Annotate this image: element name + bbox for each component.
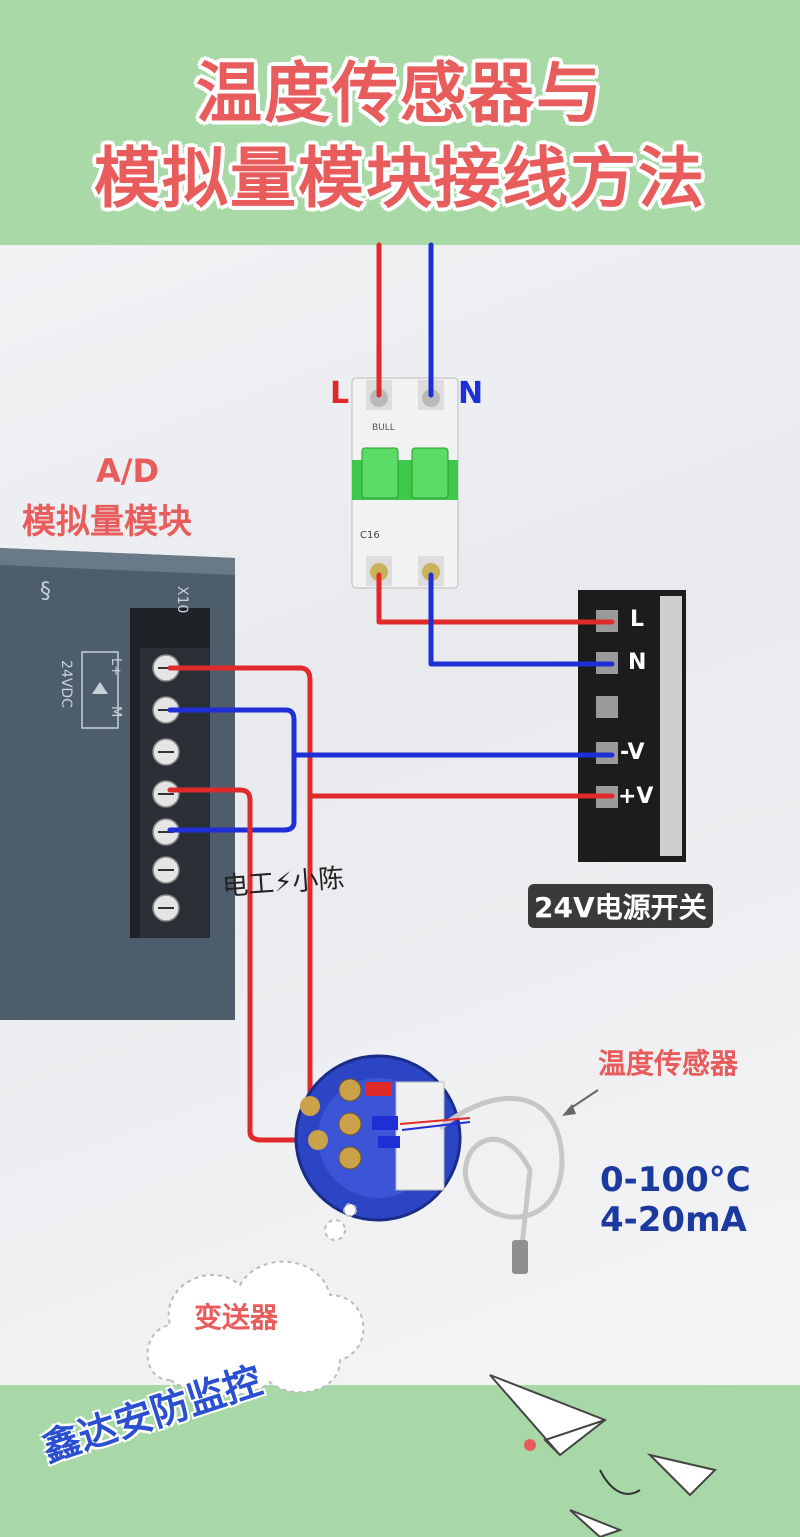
psu-terminal-n: N [628, 650, 647, 675]
slot-label: X10 [174, 586, 190, 613]
pin-label-lplus: L+ [108, 658, 123, 676]
cloud-bubble [146, 1203, 365, 1397]
ad-label-line1: A/D [96, 452, 160, 490]
ad-label-line2: 模拟量模块 [22, 502, 192, 542]
transmitter-device [294, 1054, 462, 1222]
breaker-n-label: N [458, 376, 484, 411]
breaker-brand: BULL [372, 423, 395, 433]
paper-plane-icon [489, 1374, 717, 1537]
power-supply [578, 590, 686, 862]
title-banner: 温度传感器与 模拟量模块接线方法 [0, 0, 800, 245]
sensor-label: 温度传感器 [598, 1047, 739, 1080]
sensor-signal: 4-20mA [600, 1200, 747, 1240]
psu-caption: 24V电源开关 [528, 884, 713, 928]
doodle-line [599, 1469, 641, 1495]
power-label: 24VDC [58, 660, 74, 708]
psu-terminal-minus-v: -V [620, 740, 645, 765]
ad-module: § X10 24VDC L+ M [0, 548, 235, 1020]
flower-icon [524, 1439, 536, 1451]
pin-label-m: M [108, 706, 123, 717]
breaker-l-label: L [330, 376, 350, 411]
psu-terminal-plus-v: +V [618, 784, 654, 809]
breaker-rating: C16 [360, 530, 380, 541]
sensor-probe [399, 1089, 599, 1274]
sensor-range: 0-100°C [600, 1160, 751, 1200]
title-line-2: 模拟量模块接线方法 [94, 140, 706, 217]
title-line-1: 温度传感器与 [196, 55, 604, 132]
wires [167, 242, 615, 1143]
transmitter-label: 变送器 [194, 1301, 279, 1334]
psu-terminal-l: L [630, 607, 645, 632]
siemens-logo-icon: § [40, 579, 51, 604]
arrow-up-icon [92, 682, 108, 694]
circuit-breaker: BULL C16 [351, 377, 459, 589]
power-marking: 24VDC L+ M [58, 651, 123, 729]
